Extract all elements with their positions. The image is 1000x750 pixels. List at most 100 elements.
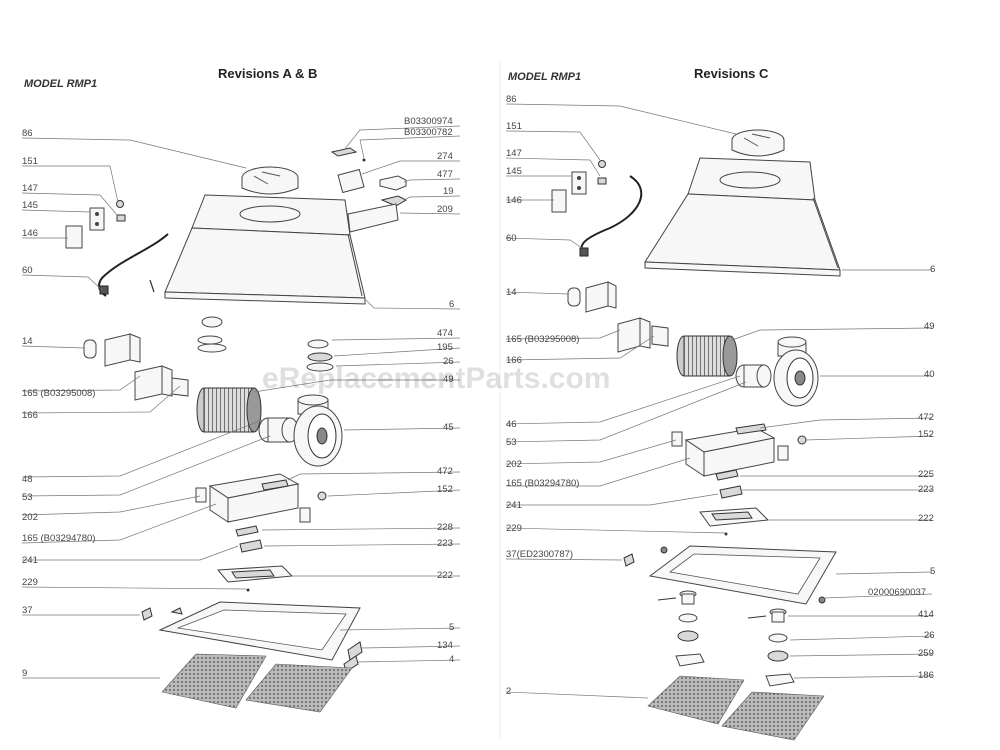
right-callout-labels: 86 151 147 145 146 60 14 165 (B03295008)…: [506, 94, 935, 697]
right-label-223: 223: [918, 484, 934, 495]
right-label-5: 5: [930, 566, 935, 577]
right-part-bottom-frame: [648, 545, 837, 605]
left-part-hardware: [149, 147, 408, 293]
right-label-165b: 165 (B03294780): [506, 478, 579, 489]
right-label-165a: 165 (B03295008): [506, 334, 579, 345]
left-label-48: 48: [22, 474, 33, 485]
left-label-86: 86: [22, 128, 33, 139]
right-part-capacitor: [567, 281, 669, 353]
right-part-cord-plug: [579, 247, 589, 257]
left-label-241: 241: [22, 555, 38, 566]
left-label-165b: 165 (B03294780): [22, 533, 95, 544]
right-part-switches: [551, 160, 607, 213]
left-part-switches: [65, 200, 126, 249]
left-label-14: 14: [22, 336, 33, 347]
left-label-202: 202: [22, 512, 38, 523]
right-label-229: 229: [506, 523, 522, 534]
right-label-2: 2: [506, 686, 511, 697]
right-part-blower: [735, 336, 819, 407]
right-label-472: 472: [918, 412, 934, 423]
left-part-cord-plug: [99, 285, 109, 295]
left-part-control-box: [195, 473, 327, 523]
right-part-light-tray: [699, 507, 770, 536]
left-label-37: 37: [22, 605, 33, 616]
left-part-screws: [141, 607, 183, 621]
left-label-474: 474: [437, 328, 453, 339]
left-label-228: 228: [437, 522, 453, 533]
left-part-power-cord: [98, 233, 169, 297]
right-panel: MODEL RMP1 Revisions C: [505, 66, 935, 741]
left-label-134: 134: [437, 640, 453, 651]
left-label-145: 145: [22, 200, 38, 211]
left-label-165a: 165 (B03295008): [22, 388, 95, 399]
right-label-26: 26: [924, 630, 935, 641]
left-label-209: 209: [437, 204, 453, 215]
left-label-166: 166: [22, 410, 38, 421]
right-part-top-cover: [731, 129, 785, 157]
left-label-60: 60: [22, 265, 33, 276]
left-label-53: 53: [22, 492, 33, 503]
left-label-222: 222: [437, 570, 453, 581]
left-part-filter-drum: [196, 387, 262, 433]
right-label-152: 152: [918, 429, 934, 440]
right-label-37: 37(ED2300787): [506, 549, 573, 560]
left-label-147: 147: [22, 183, 38, 194]
left-label-9: 9: [22, 668, 27, 679]
right-part-filter-drum: [676, 335, 738, 377]
right-label-414: 414: [918, 609, 934, 620]
right-label-166: 166: [506, 355, 522, 366]
left-part-blower: [258, 394, 343, 467]
watermark: eReplacementParts.com: [262, 362, 611, 395]
left-label-b1: B03300974: [404, 116, 453, 127]
right-label-225: 225: [918, 469, 934, 480]
left-label-223: 223: [437, 538, 453, 549]
left-label-19: 19: [443, 186, 454, 197]
left-label-274: 274: [437, 151, 453, 162]
right-label-145: 145: [506, 166, 522, 177]
right-label-259: 259: [918, 648, 934, 659]
right-label-6: 6: [930, 264, 935, 275]
left-part-capacitor: [83, 333, 189, 401]
right-leader-lines: [505, 103, 933, 699]
right-label-151: 151: [506, 121, 522, 132]
right-label-147: 147: [506, 148, 522, 159]
left-model-title: MODEL RMP1: [24, 78, 97, 90]
right-label-b3: 02000690037: [868, 587, 926, 598]
right-part-grease-filters: [647, 675, 825, 741]
right-label-222: 222: [918, 513, 934, 524]
left-leader-lines: [21, 125, 461, 679]
right-part-power-cord: [580, 175, 643, 253]
right-label-241: 241: [506, 500, 522, 511]
left-revision-title: Revisions A & B: [218, 66, 317, 81]
left-label-146: 146: [22, 228, 38, 239]
left-label-195: 195: [437, 342, 453, 353]
right-label-202: 202: [506, 459, 522, 470]
right-part-terminals: [715, 469, 743, 499]
right-revision-title: Revisions C: [694, 66, 769, 81]
right-label-60: 60: [506, 233, 517, 244]
left-label-49: 49: [443, 374, 454, 385]
right-part-lamp-assemblies: [657, 590, 795, 687]
left-part-collar: [197, 316, 334, 372]
left-part-terminals: [235, 525, 263, 553]
right-part-screws: [623, 546, 668, 567]
right-part-control-box: [671, 423, 807, 477]
right-label-14: 14: [506, 287, 517, 298]
right-label-186: 186: [918, 670, 934, 681]
left-callout-labels: 86 151 147 145 146 60 14 165 (B03295008)…: [22, 116, 454, 679]
right-label-86: 86: [506, 94, 517, 105]
left-label-477: 477: [437, 169, 453, 180]
left-part-bottom-frame: [158, 601, 363, 673]
left-label-152: 152: [437, 484, 453, 495]
left-part-light-tray: [216, 565, 294, 592]
left-part-top-cover: [241, 166, 299, 195]
left-label-151: 151: [22, 156, 38, 167]
left-label-26: 26: [443, 356, 454, 367]
left-label-b2: B03300782: [404, 127, 453, 138]
right-label-40: 40: [924, 369, 935, 380]
right-part-hood: [644, 157, 841, 277]
left-label-45: 45: [443, 422, 454, 433]
left-part-grease-filters: [161, 653, 353, 713]
right-model-title: MODEL RMP1: [508, 71, 581, 83]
